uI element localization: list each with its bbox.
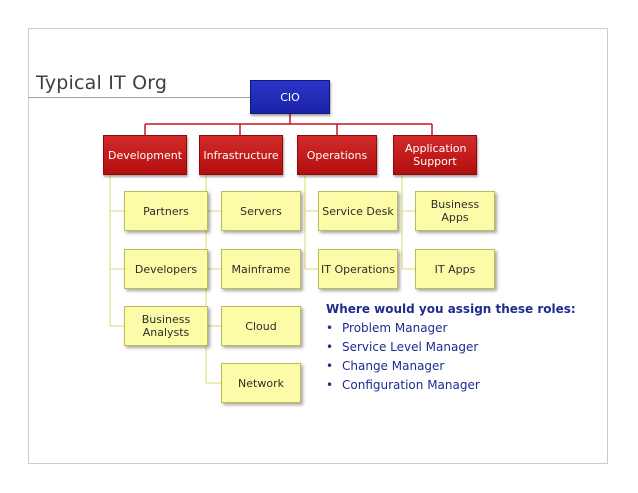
node-cloud-label: Cloud: [245, 319, 277, 333]
dept-application-support-label: Application Support: [405, 142, 467, 168]
dept-infrastructure[interactable]: Infrastructure: [199, 135, 283, 175]
roles-heading: Where would you assign these roles:: [326, 302, 576, 316]
role-change-manager: Change Manager: [342, 359, 445, 373]
node-partners[interactable]: Partners: [124, 191, 208, 231]
list-item: • Change Manager: [326, 357, 576, 376]
slide-frame: [28, 28, 608, 464]
node-it-operations-label: IT Operations: [321, 262, 395, 276]
bullet: •: [326, 359, 334, 373]
list-item: • Configuration Manager: [326, 376, 576, 395]
cio-label: CIO: [280, 90, 300, 104]
node-network[interactable]: Network: [221, 363, 301, 403]
dept-operations-label: Operations: [306, 148, 368, 162]
node-business-apps[interactable]: Business Apps: [415, 191, 495, 231]
bullet: •: [326, 321, 334, 335]
node-network-label: Network: [238, 376, 284, 390]
node-mainframe-label: Mainframe: [231, 262, 291, 276]
roles-question: Where would you assign these roles: • Pro…: [326, 302, 576, 395]
roles-list: •Problem Manager •Service Level Manager …: [326, 319, 576, 395]
node-partners-label: Partners: [143, 204, 189, 218]
node-cloud[interactable]: Cloud: [221, 306, 301, 346]
node-business-apps-label: Business Apps: [430, 198, 480, 224]
cio-node[interactable]: CIO: [250, 80, 330, 114]
dept-operations[interactable]: Operations: [297, 135, 377, 175]
bullet: •: [326, 340, 334, 354]
role-problem-manager: Problem Manager: [342, 321, 448, 335]
node-it-apps[interactable]: IT Apps: [415, 249, 495, 289]
dept-development[interactable]: Development: [103, 135, 187, 175]
list-item: • Service Level Manager: [326, 338, 576, 357]
node-business-analysts[interactable]: Business Analysts: [124, 306, 208, 346]
node-servers-label: Servers: [240, 204, 282, 218]
dept-development-label: Development: [107, 148, 183, 162]
node-developers-label: Developers: [134, 262, 198, 276]
node-servers[interactable]: Servers: [221, 191, 301, 231]
node-it-apps-label: IT Apps: [434, 262, 476, 276]
node-mainframe[interactable]: Mainframe: [221, 249, 301, 289]
node-business-analysts-label: Business Analysts: [141, 313, 191, 339]
role-service-level-manager: Service Level Manager: [342, 340, 479, 354]
title-underline: [28, 97, 250, 98]
role-configuration-manager: Configuration Manager: [342, 378, 480, 392]
slide-title: Typical IT Org: [36, 72, 168, 94]
node-developers[interactable]: Developers: [124, 249, 208, 289]
node-service-desk-label: Service Desk: [322, 204, 394, 218]
node-it-operations[interactable]: IT Operations: [318, 249, 398, 289]
list-item: • Problem Manager: [326, 319, 576, 338]
node-service-desk[interactable]: Service Desk: [318, 191, 398, 231]
dept-infrastructure-label: Infrastructure: [203, 148, 279, 162]
bullet: •: [326, 378, 334, 392]
dept-application-support[interactable]: Application Support: [393, 135, 477, 175]
